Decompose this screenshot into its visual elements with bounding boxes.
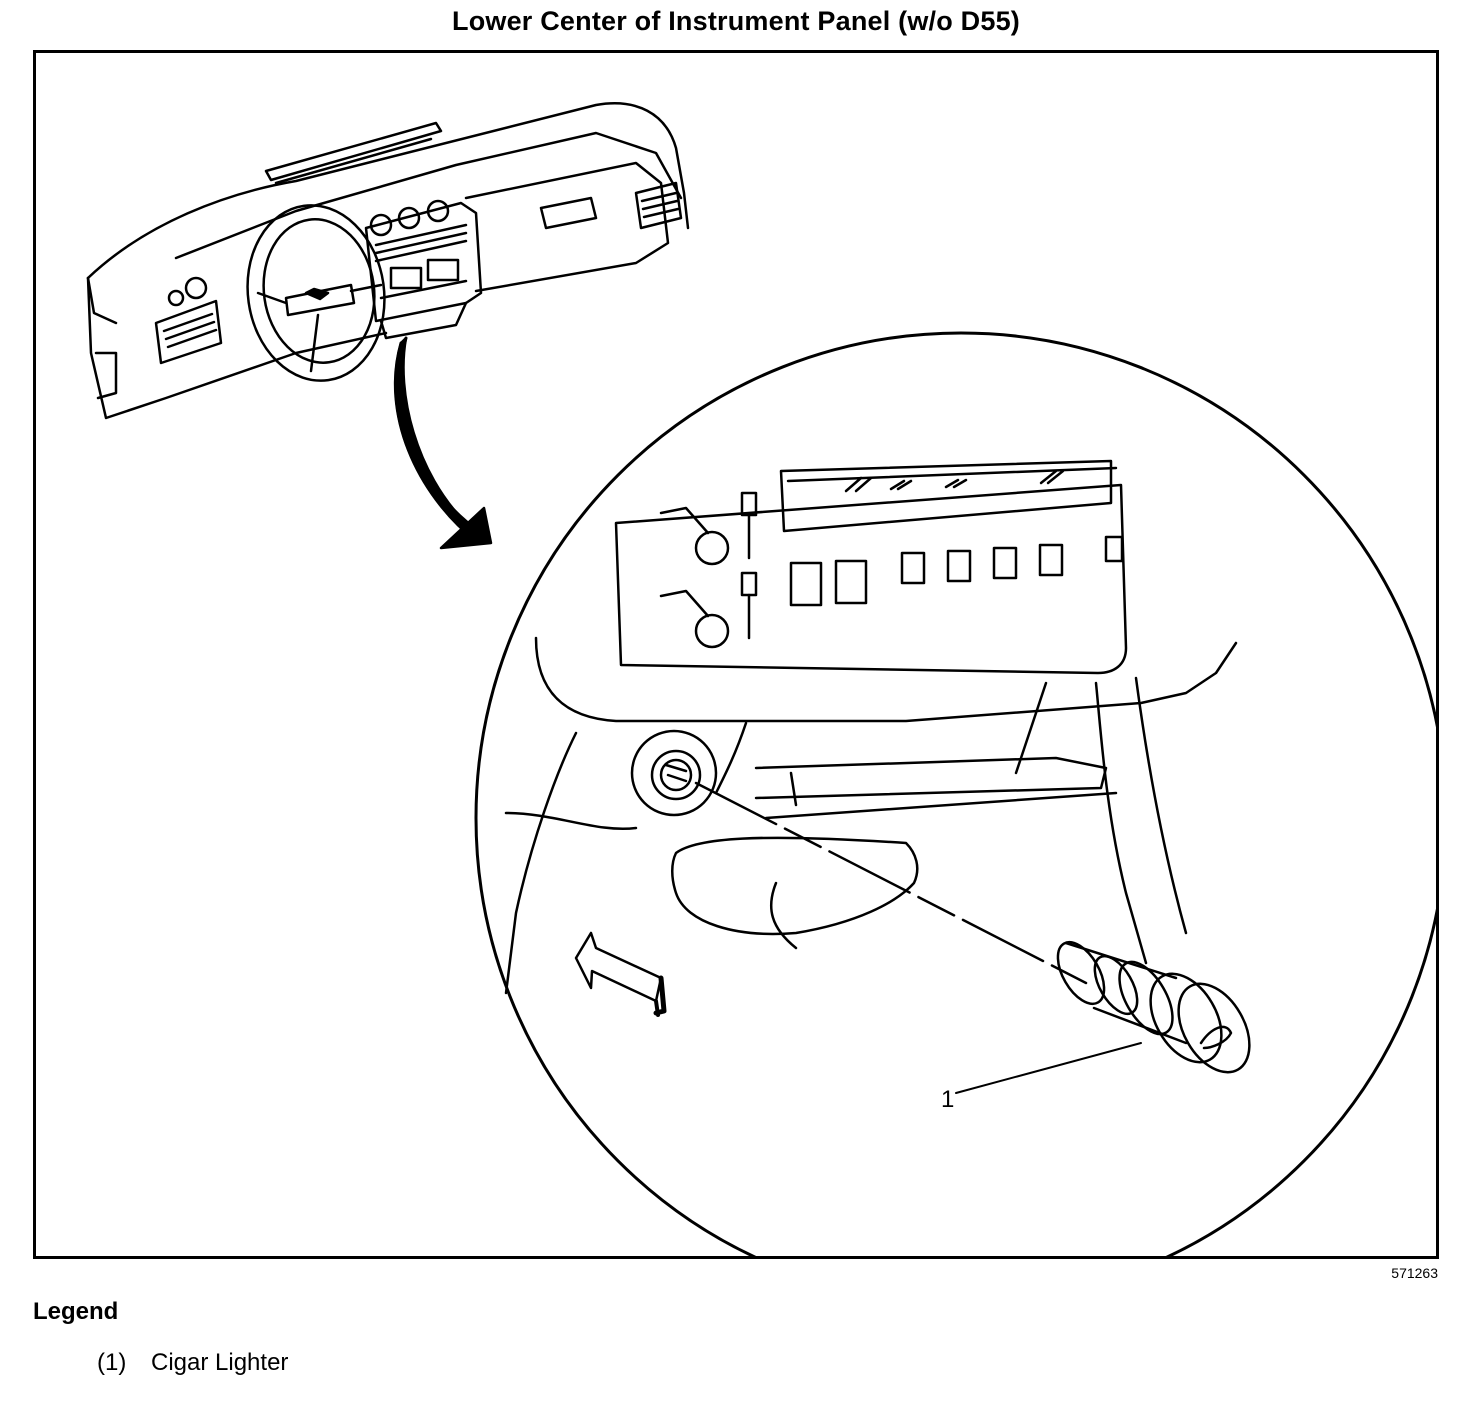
legend-item-number: (1) bbox=[97, 1349, 127, 1376]
diagram-title: Lower Center of Instrument Panel (w/o D5… bbox=[452, 6, 1020, 36]
dashboard-overview bbox=[86, 102, 690, 550]
illustration-frame: 1 bbox=[33, 50, 1439, 1259]
callout-1: 1 bbox=[941, 1086, 954, 1113]
legend-item: (1) Cigar Lighter bbox=[97, 1349, 288, 1377]
figure-id: 571263 bbox=[1391, 1265, 1438, 1281]
cigar-lighter-part bbox=[1056, 940, 1251, 1074]
legend-heading: Legend bbox=[33, 1298, 119, 1325]
direction-arrow bbox=[574, 931, 667, 1017]
detail-view bbox=[474, 331, 1436, 1256]
illustration-svg: 1 bbox=[86, 102, 1436, 1256]
legend-item-label: Cigar Lighter bbox=[151, 1349, 289, 1376]
